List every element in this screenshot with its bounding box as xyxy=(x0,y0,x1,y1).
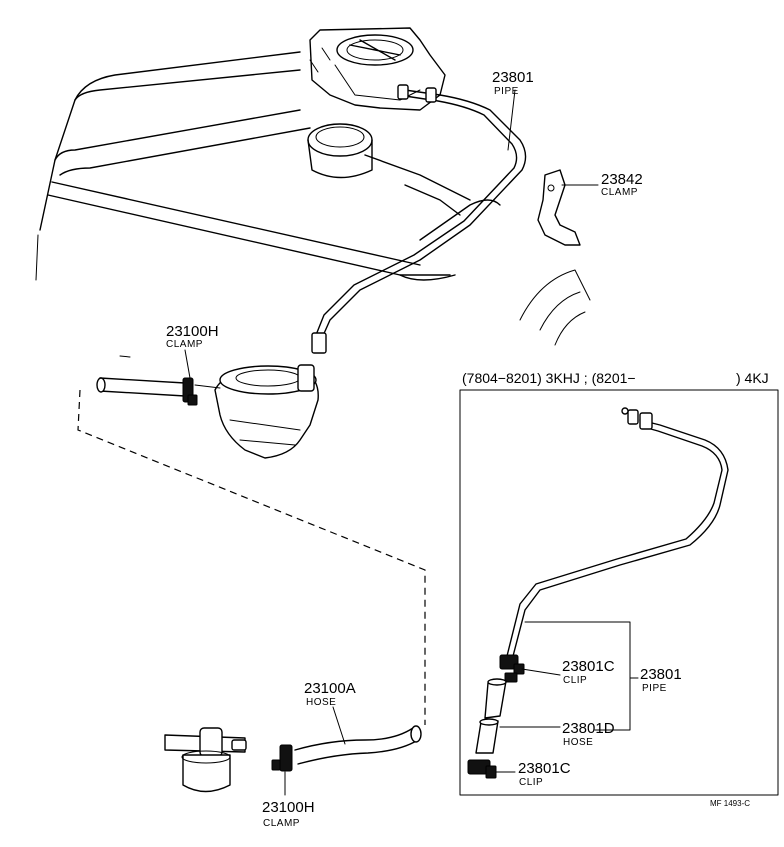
figure-code: MF 1493-C xyxy=(710,799,750,808)
label-clamp-upper-number: 23100H xyxy=(166,323,219,340)
label-hose-inset-number: 23801D xyxy=(562,720,615,737)
inset-fuel-pipe xyxy=(505,407,729,661)
label-clamp-bracket-number: 23842 xyxy=(601,171,643,188)
engine-valve-cover xyxy=(35,51,591,346)
label-clamp-upper-word: CLAMP xyxy=(166,339,203,350)
fuel-pipe-main xyxy=(311,84,527,354)
inset-frame xyxy=(459,389,779,796)
clamp-bracket xyxy=(537,169,581,246)
label-clamp-lower-number: 23100H xyxy=(262,799,315,816)
lower-clamp xyxy=(271,744,293,772)
carburetor xyxy=(307,27,446,179)
label-pipe-inset-word: PIPE xyxy=(642,683,667,694)
label-clip-lower-word: CLIP xyxy=(519,777,543,788)
label-hose-inset-word: HOSE xyxy=(563,737,593,748)
fuel-pump xyxy=(194,364,319,459)
label-clip-upper-number: 23801C xyxy=(562,658,615,675)
upper-hose-clamp xyxy=(96,355,198,406)
label-clip-lower-number: 23801C xyxy=(518,760,571,777)
label-hose-main-word: HOSE xyxy=(306,697,336,708)
labels: 23801 PIPE 23842 CLAMP 23100H CLAMP 2310… xyxy=(166,69,769,829)
label-pipe-main-word: PIPE xyxy=(494,86,519,97)
leader-lines xyxy=(184,89,639,796)
label-clip-upper-word: CLIP xyxy=(563,675,587,686)
inset-clip-lower xyxy=(467,759,497,779)
label-clamp-lower-word: CLAMP xyxy=(263,818,300,829)
label-pipe-main-number: 23801 xyxy=(492,69,534,86)
label-clamp-bracket-word: CLAMP xyxy=(601,187,638,198)
fuel-filter xyxy=(164,727,247,793)
inset-hose xyxy=(475,678,507,754)
hose-main xyxy=(294,725,422,765)
inset-header-right: ) 4KJ xyxy=(736,370,769,386)
inset-clip-upper xyxy=(499,654,525,683)
inset-header-left: (7804−8201) 3KHJ ; (8201− xyxy=(462,370,636,386)
label-pipe-inset-number: 23801 xyxy=(640,666,682,683)
label-hose-main-number: 23100A xyxy=(304,680,356,697)
